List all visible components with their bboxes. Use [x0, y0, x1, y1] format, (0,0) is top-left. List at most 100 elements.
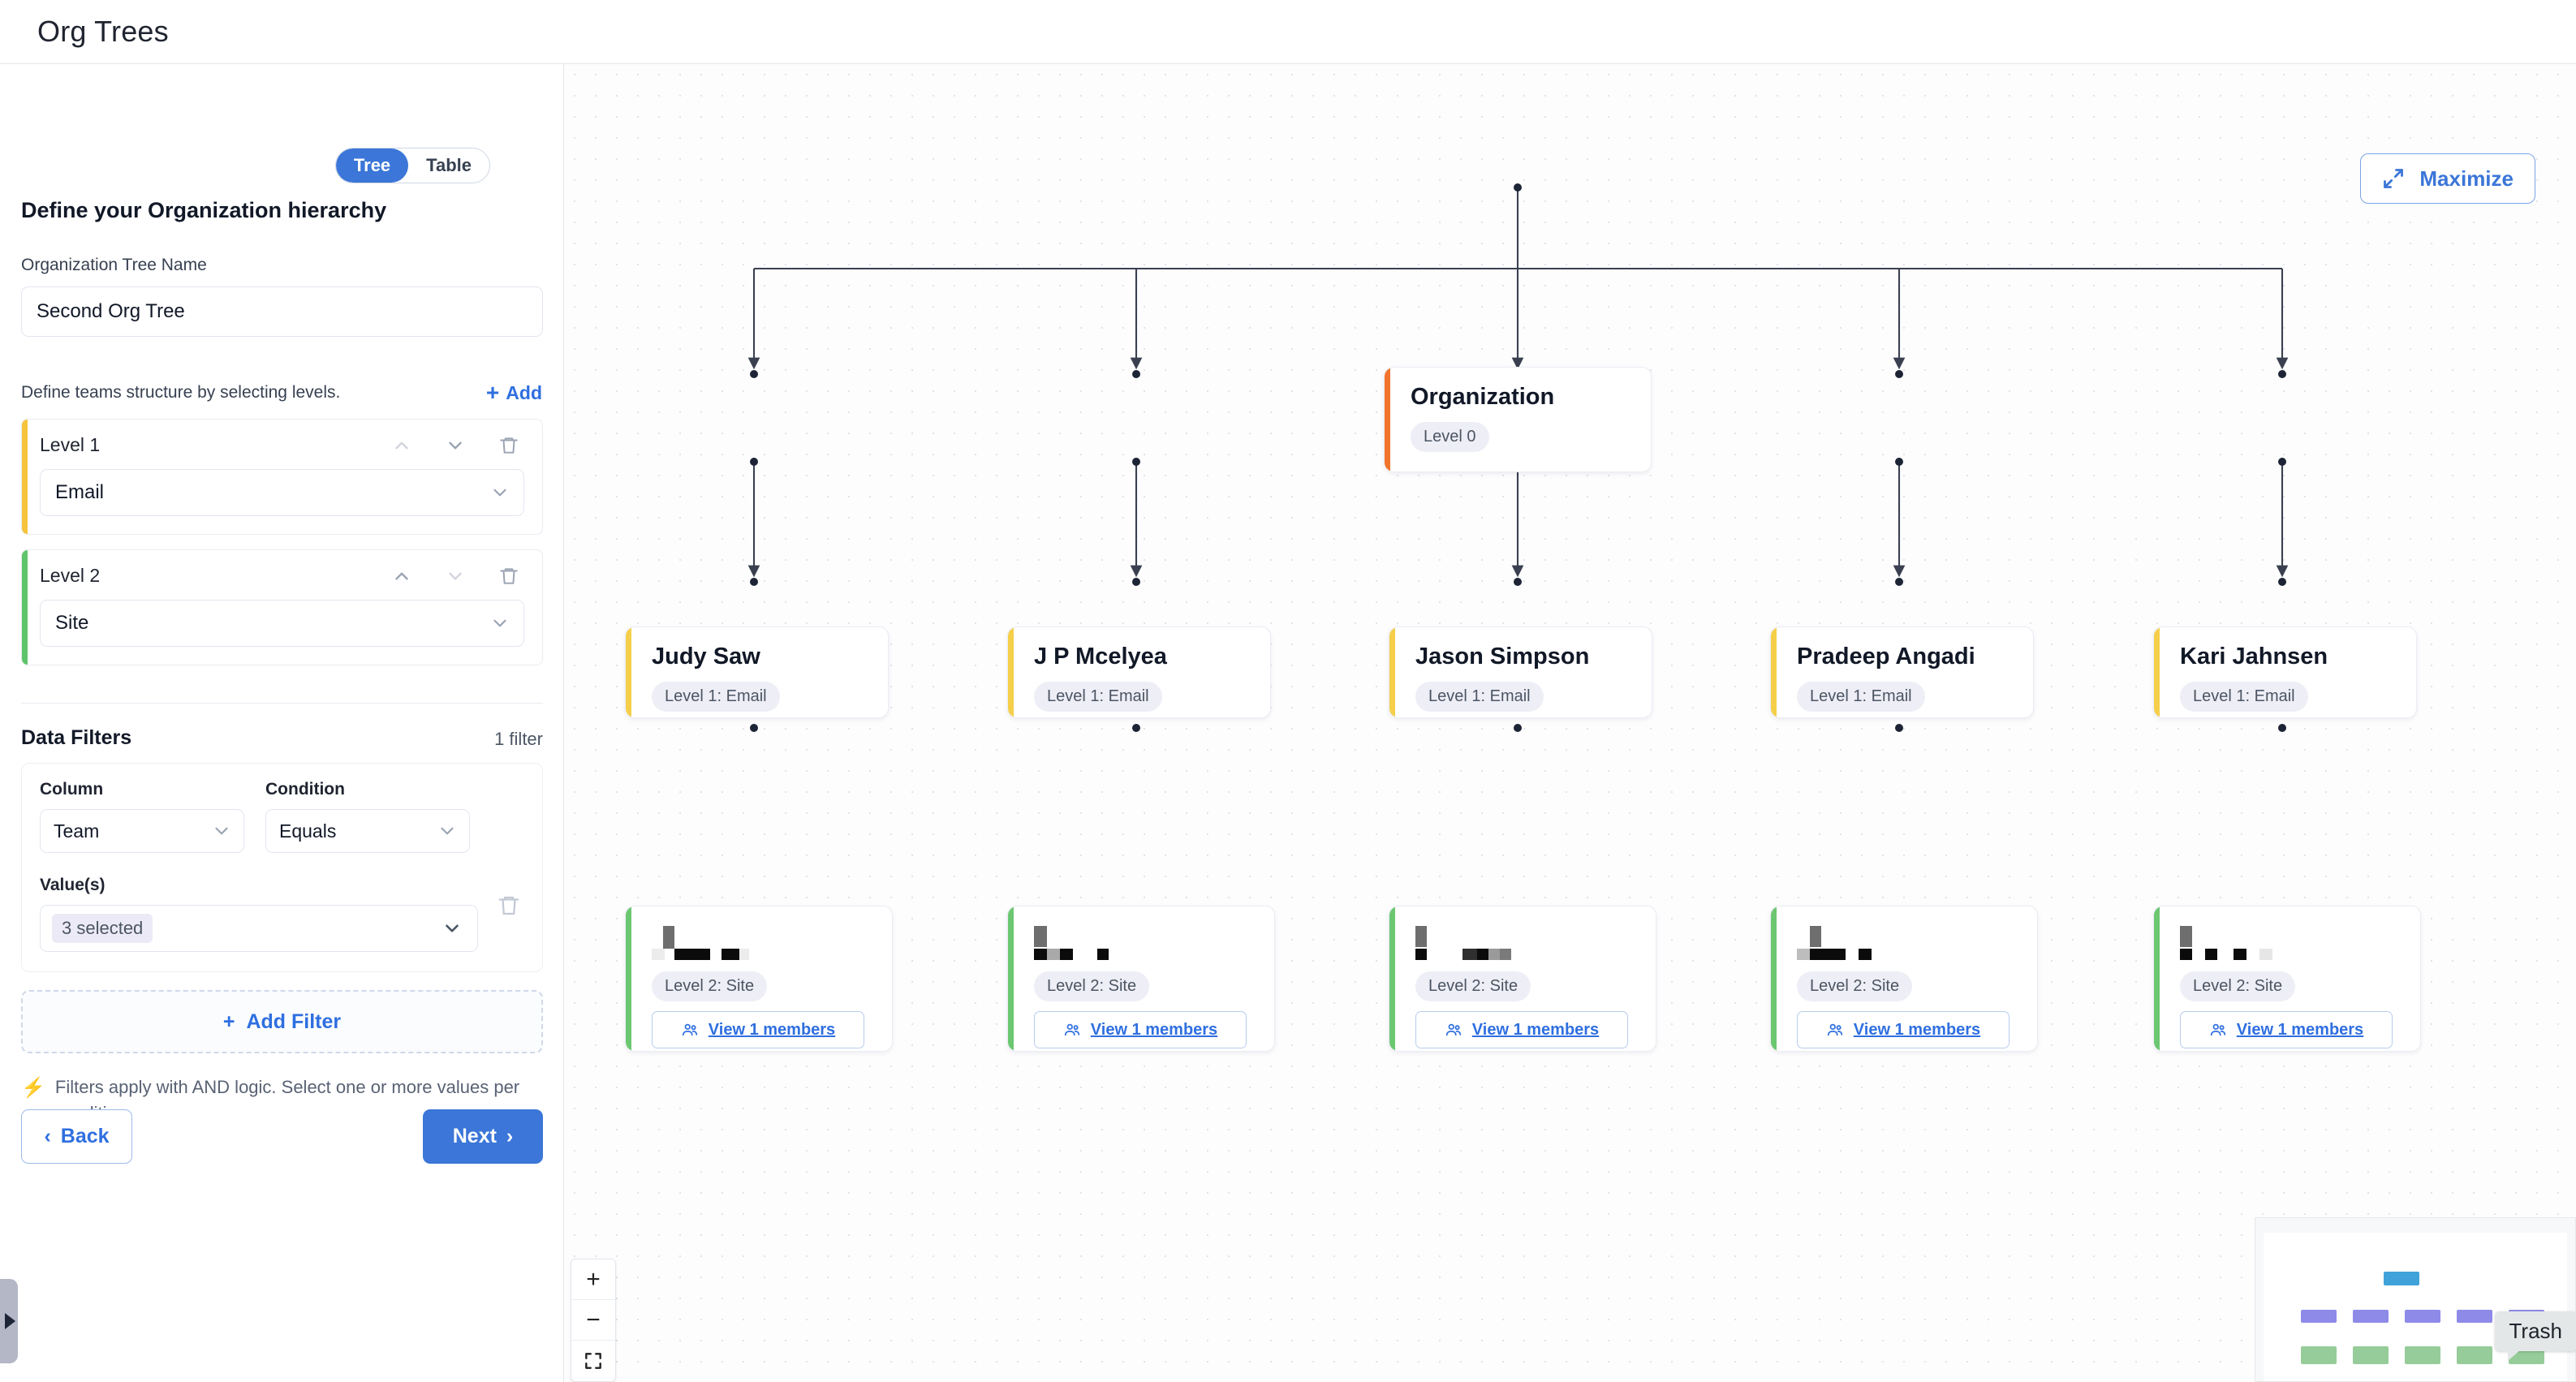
minimap-node-level1: [2301, 1310, 2337, 1323]
zoom-in-button[interactable]: +: [571, 1259, 615, 1300]
minimap-node-level1: [2353, 1310, 2389, 1323]
add-filter-button[interactable]: + Add Filter: [21, 990, 543, 1053]
view-members-label: View 1 members: [1853, 1020, 1981, 1039]
tree-node-level1[interactable]: Jason Simpson Level 1: Email: [1389, 626, 1652, 718]
chevron-left-icon: ‹: [44, 1125, 51, 1147]
data-filters-header: Data Filters 1 filter: [21, 726, 543, 750]
filter-condition-select[interactable]: Equals: [265, 809, 470, 853]
chevron-right-icon: ›: [506, 1125, 514, 1147]
tree-node-level1[interactable]: Pradeep Angadi Level 1: Email: [1770, 626, 2034, 718]
toggle-table[interactable]: Table: [426, 155, 472, 175]
add-level-button[interactable]: + Add: [486, 381, 542, 404]
trash-tooltip: Trash: [2494, 1311, 2576, 1361]
tree-node-body: Level 2: Site View 1 members: [1771, 906, 2037, 1051]
divider: [21, 703, 543, 704]
chevron-down-icon[interactable]: [445, 566, 466, 587]
filter-column-select[interactable]: Team: [40, 809, 244, 853]
levels-header: Define teams structure by selecting leve…: [21, 381, 542, 404]
level-card-2[interactable]: Level 2 Site: [21, 549, 543, 665]
wizard-nav: ‹ Back Next ›: [21, 1109, 543, 1164]
filter-count: 1 filter: [494, 729, 543, 749]
trash-icon[interactable]: [498, 435, 519, 456]
level-1-name: Level 1: [40, 434, 101, 455]
configuration-sidebar: Tree Table Define your Organization hier…: [0, 64, 564, 1382]
level-2-select[interactable]: Site: [40, 600, 524, 647]
view-members-button[interactable]: View 1 members: [652, 1011, 864, 1048]
filter-values-select[interactable]: 3 selected: [40, 905, 478, 952]
view-members-button[interactable]: View 1 members: [1797, 1011, 2010, 1048]
fit-screen-icon[interactable]: [571, 1341, 615, 1381]
minimap-viewport: [2264, 1233, 2567, 1381]
levels-hint: Define teams structure by selecting leve…: [21, 383, 341, 402]
zoom-out-button[interactable]: −: [571, 1300, 615, 1341]
minimap-node-level2: [2457, 1346, 2492, 1364]
tree-node-level2[interactable]: Level 2: Site View 1 members: [1389, 906, 1656, 1052]
back-button[interactable]: ‹ Back: [21, 1109, 132, 1164]
triangle-right-icon: [4, 1313, 15, 1329]
plus-icon: +: [485, 380, 500, 405]
tree-node-body: Kari Jahnsen Level 1: Email: [2154, 627, 2416, 717]
trash-icon[interactable]: [498, 566, 519, 587]
view-members-label: View 1 members: [2236, 1020, 2364, 1039]
chevron-up-icon[interactable]: [391, 566, 412, 587]
tree-node-root[interactable]: Organization Level 0: [1384, 367, 1652, 472]
tree-node-title: Judy Saw: [652, 644, 760, 669]
minimap[interactable]: Trash: [2255, 1217, 2576, 1382]
zoom-controls[interactable]: + −: [571, 1259, 616, 1382]
minimap-node-level2: [2301, 1346, 2337, 1364]
redacted-title: [1415, 926, 1635, 960]
toggle-tree[interactable]: Tree: [335, 149, 409, 183]
body-row: Tree Table Define your Organization hier…: [0, 64, 2576, 1382]
delete-filter-icon[interactable]: [497, 893, 521, 918]
panel-expand-handle[interactable]: [0, 1279, 18, 1363]
data-filters-title: Data Filters: [21, 726, 132, 749]
filter-column-value: Team: [54, 820, 100, 842]
tree-node-level2[interactable]: Level 2: Site View 1 members: [1007, 906, 1275, 1052]
view-toggle[interactable]: Tree Table: [334, 148, 490, 183]
level-2-actions: [391, 566, 524, 587]
minimap-node-root: [2384, 1272, 2419, 1285]
filter-selects: Column Team Condition Equals: [40, 780, 524, 853]
chevron-down-icon: [437, 820, 458, 842]
tree-node-level1[interactable]: Judy Saw Level 1: Email: [625, 626, 889, 718]
minimap-node-level1: [2457, 1310, 2492, 1323]
tree-node-level2[interactable]: Level 2: Site View 1 members: [625, 906, 893, 1052]
tree-node-body: Level 2: Site View 1 members: [626, 906, 892, 1051]
tree-node-badge: Level 1: Email: [652, 682, 780, 712]
chevron-up-icon[interactable]: [391, 435, 412, 456]
tree-node-title: J P Mcelyea: [1034, 644, 1167, 669]
level-1-select[interactable]: Email: [40, 469, 524, 516]
tree-canvas[interactable]: Maximize: [564, 64, 2576, 1382]
redacted-title: [1797, 926, 2016, 960]
tree-node-badge: Level 1: Email: [1415, 682, 1544, 712]
tree-node-level1[interactable]: J P Mcelyea Level 1: Email: [1007, 626, 1271, 718]
level-card-1-header: Level 1: [40, 434, 524, 456]
level-card-1[interactable]: Level 1 Email: [21, 419, 543, 535]
tree-node-level1[interactable]: Kari Jahnsen Level 1: Email: [2153, 626, 2417, 718]
view-members-label: View 1 members: [1471, 1020, 1600, 1039]
sidebar-heading: Define your Organization hierarchy: [21, 198, 387, 222]
tree-node-level2[interactable]: Level 2: Site View 1 members: [1770, 906, 2038, 1052]
view-members-button[interactable]: View 1 members: [2180, 1011, 2393, 1048]
view-members-button[interactable]: View 1 members: [1415, 1011, 1628, 1048]
chevron-down-icon: [442, 918, 463, 939]
next-button[interactable]: Next ›: [423, 1109, 543, 1164]
plus-icon: +: [222, 1010, 235, 1033]
expand-arrows-icon: [2382, 167, 2405, 190]
minimap-node-level2: [2405, 1346, 2440, 1364]
tree-node-badge: Level 2: Site: [652, 971, 768, 1001]
tree-node-body: Pradeep Angadi Level 1: Email: [1771, 627, 2033, 717]
tree-node-level2[interactable]: Level 2: Site View 1 members: [2153, 906, 2421, 1052]
chevron-down-icon: [211, 820, 232, 842]
maximize-button[interactable]: Maximize: [2360, 153, 2535, 204]
level-2-value: Site: [55, 612, 89, 634]
view-members-button[interactable]: View 1 members: [1034, 1011, 1247, 1048]
tree-edges: [747, 183, 2289, 732]
chevron-down-icon[interactable]: [445, 435, 466, 456]
filter-condition-value: Equals: [279, 820, 337, 842]
tree-name-input[interactable]: Second Org Tree: [21, 286, 543, 337]
tree-node-badge: Level 0: [1411, 422, 1489, 452]
filter-values-label: Value(s): [40, 876, 106, 894]
redacted-title: [2180, 926, 2399, 960]
